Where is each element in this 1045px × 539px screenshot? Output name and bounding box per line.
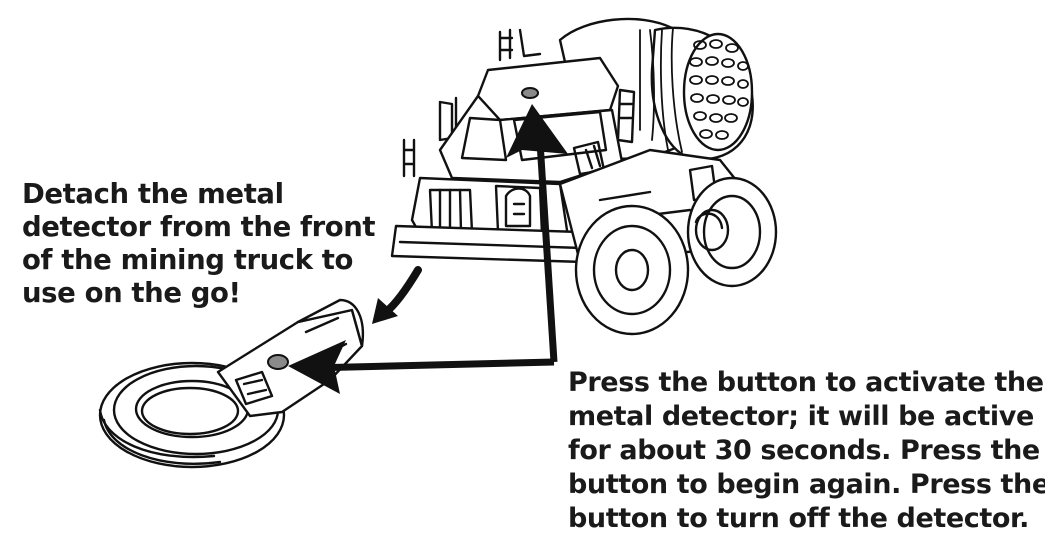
drum-holes bbox=[689, 39, 749, 140]
detach-caption-line: detector from the front bbox=[22, 211, 376, 243]
curved-arrow-icon bbox=[372, 266, 422, 324]
press-caption-line: button to begin again. Press the bbox=[568, 469, 1045, 500]
press-caption-line: metal detector; it will be active bbox=[568, 401, 1034, 432]
detach-caption: Detach the metal detector from the front… bbox=[22, 178, 376, 310]
detach-caption-line: use on the go! bbox=[22, 277, 241, 309]
press-caption: Press the button to activate the metal d… bbox=[568, 366, 1045, 536]
truck-rear-wheel bbox=[686, 176, 778, 288]
truck-front-wheel bbox=[574, 204, 690, 336]
detach-caption-line: of the mining truck to bbox=[22, 244, 353, 276]
press-caption-line: for about 30 seconds. Press the bbox=[568, 435, 1040, 466]
press-caption-line: Press the button to activate the bbox=[568, 367, 1044, 398]
truck-illustration bbox=[390, 17, 778, 336]
press-caption-line: button to turn off the detector. bbox=[568, 503, 1029, 534]
metal-detector-illustration bbox=[98, 298, 365, 469]
detector-button-marker bbox=[267, 354, 289, 370]
truck-roof-rails bbox=[402, 28, 636, 178]
truck-front bbox=[390, 176, 586, 264]
pointer-arrow-icon bbox=[288, 104, 568, 394]
detach-caption-line: Detach the metal bbox=[22, 178, 284, 210]
roof-button-marker bbox=[521, 87, 539, 99]
